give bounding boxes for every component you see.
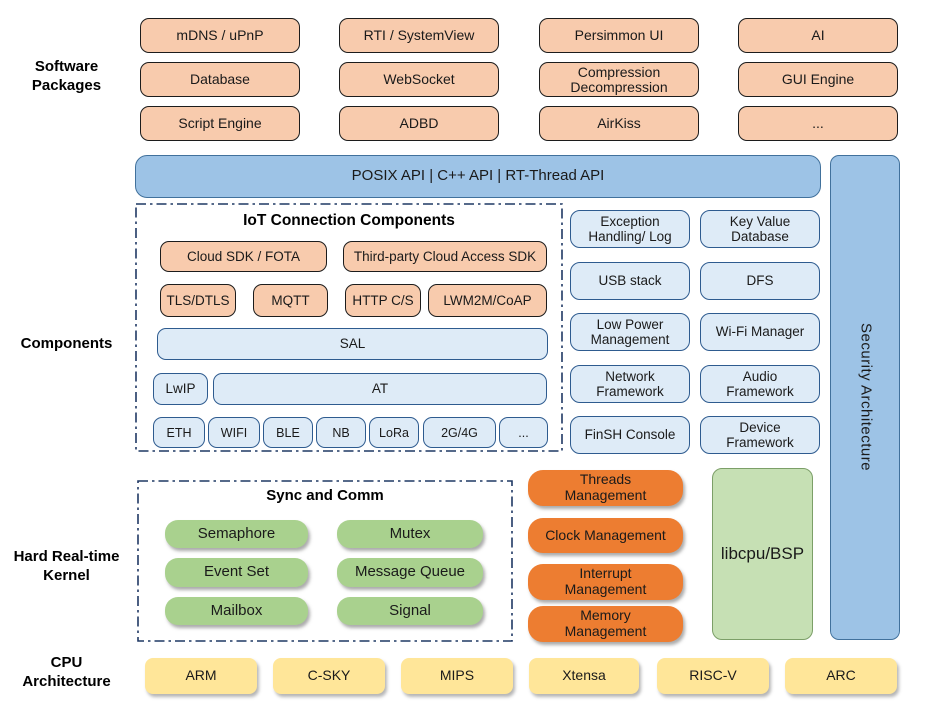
iot-tls-dtls: TLS/DTLS: [160, 284, 236, 317]
sync-message-queue: Message Queue: [337, 558, 483, 587]
security-architecture-bar: Security Architecture: [830, 155, 900, 640]
iot-title: IoT Connection Components: [243, 212, 455, 229]
link-lora: LoRa: [369, 417, 419, 448]
api-bar: POSIX API | C++ API | RT-Thread API: [135, 155, 821, 198]
layer-label-components: Components: [20, 335, 113, 352]
cpu-xtensa: Xtensa: [529, 658, 639, 694]
kernel-dashed-border: [137, 480, 513, 642]
pkg-ai: AI: [738, 18, 898, 53]
mgmt-memory: Memory Management: [528, 606, 683, 642]
mgmt-threads: Threads Management: [528, 470, 683, 506]
svc-audio-framework: Audio Framework: [700, 365, 820, 403]
svc-network-framework: Network Framework: [570, 365, 690, 403]
svc-exception-log: Exception Handling/ Log: [570, 210, 690, 248]
pkg-compression-decompression: Compression Decompression: [539, 62, 699, 97]
link-more: ...: [499, 417, 548, 448]
svc-key-value-db: Key Value Database: [700, 210, 820, 248]
iot-third-party-cloud-sdk: Third-party Cloud Access SDK: [343, 241, 547, 272]
sync-and-comm-group: Sync and Comm Semaphore Mutex Event Set …: [137, 480, 513, 642]
iot-lwip: LwIP: [153, 373, 208, 405]
pkg-airkiss: AirKiss: [539, 106, 699, 141]
svc-finsh-console: FinSH Console: [570, 416, 690, 454]
pkg-adbd: ADBD: [339, 106, 499, 141]
pkg-gui-engine: GUI Engine: [738, 62, 898, 97]
sync-mutex: Mutex: [337, 520, 483, 548]
iot-lwm2m-coap: LWM2M/CoAP: [428, 284, 547, 317]
layer-label-cpu-architecture: CPU Architecture: [22, 654, 111, 690]
pkg-persimmon-ui: Persimmon UI: [539, 18, 699, 53]
libcpu-bsp: libcpu/BSP: [712, 468, 813, 640]
pkg-mdns-upnp: mDNS / uPnP: [140, 18, 300, 53]
svc-dfs: DFS: [700, 262, 820, 300]
link-wifi: WIFI: [208, 417, 260, 448]
sync-semaphore: Semaphore: [165, 520, 308, 548]
pkg-websocket: WebSocket: [339, 62, 499, 97]
iot-at: AT: [213, 373, 547, 405]
cpu-arm: ARM: [145, 658, 257, 694]
cpu-csky: C-SKY: [273, 658, 385, 694]
sync-and-comm-title: Sync and Comm: [266, 487, 384, 504]
iot-dashed-border: [135, 203, 563, 452]
iot-mqtt: MQTT: [253, 284, 328, 317]
pkg-database: Database: [140, 62, 300, 97]
layer-label-hard-realtime-kernel: Hard Real-time Kernel: [13, 548, 120, 584]
pkg-script-engine: Script Engine: [140, 106, 300, 141]
layer-label-software-packages: Software Packages: [31, 58, 102, 94]
cpu-riscv: RISC-V: [657, 658, 769, 694]
cpu-mips: MIPS: [401, 658, 513, 694]
svc-low-power: Low Power Management: [570, 313, 690, 351]
link-eth: ETH: [153, 417, 205, 448]
cpu-arc: ARC: [785, 658, 897, 694]
iot-cloud-sdk-fota: Cloud SDK / FOTA: [160, 241, 327, 272]
security-architecture-label: Security Architecture: [857, 323, 875, 472]
svc-device-framework: Device Framework: [700, 416, 820, 454]
mgmt-interrupt: Interrupt Management: [528, 564, 683, 600]
pkg-rti-systemview: RTI / SystemView: [339, 18, 499, 53]
iot-sal: SAL: [157, 328, 548, 360]
svc-wifi-manager: Wi-Fi Manager: [700, 313, 820, 351]
sync-mailbox: Mailbox: [165, 597, 308, 625]
link-2g4g: 2G/4G: [423, 417, 496, 448]
iot-connection-components-group: IoT Connection Components Cloud SDK / FO…: [135, 203, 563, 452]
sync-event-set: Event Set: [165, 558, 308, 587]
pkg-more: ...: [738, 106, 898, 141]
mgmt-clock: Clock Management: [528, 518, 683, 553]
svc-usb-stack: USB stack: [570, 262, 690, 300]
iot-http-cs: HTTP C/S: [345, 284, 421, 317]
sync-signal: Signal: [337, 597, 483, 625]
link-nb: NB: [316, 417, 366, 448]
link-ble: BLE: [263, 417, 313, 448]
